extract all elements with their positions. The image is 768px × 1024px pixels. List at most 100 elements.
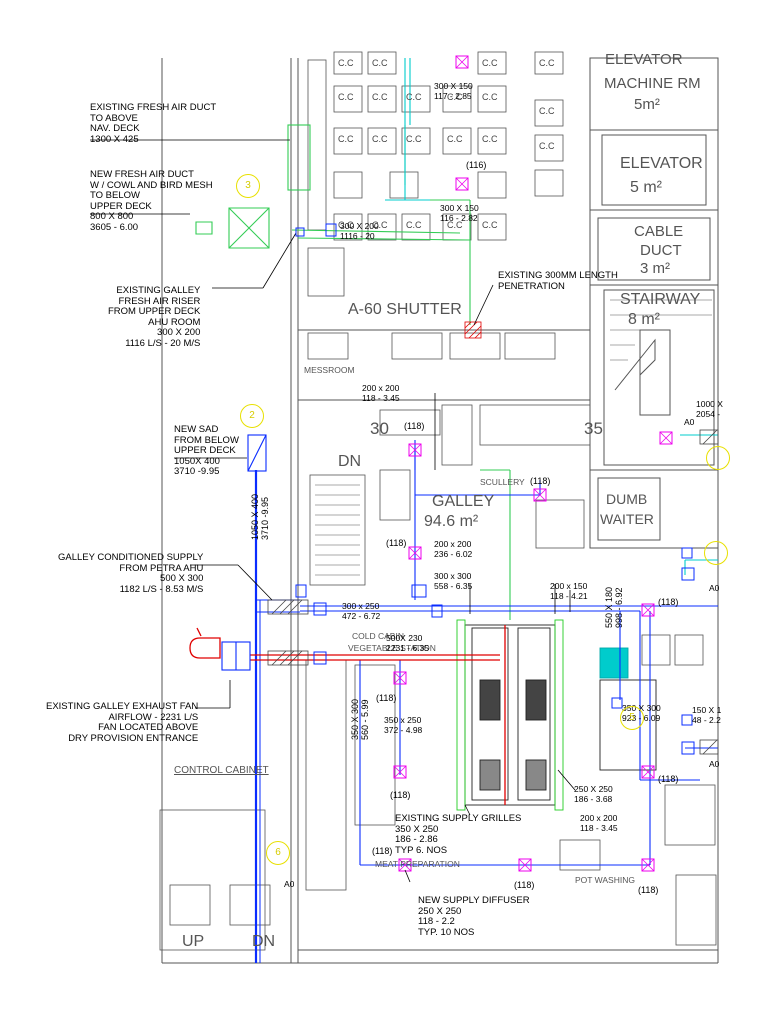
duct-tag-5: 200 x 200 236 - 6.02: [434, 539, 473, 559]
callout-new-sad: NEW SAD FROM BELOW UPPER DECK 1050X 400 …: [174, 424, 239, 477]
pot-washing-label: POT WASHING: [575, 875, 635, 885]
cc-table-label: C.C: [482, 58, 498, 68]
diffuser-count-label: (118): [372, 846, 393, 856]
callout-exhaust-fan: EXISTING GALLEY EXHAUST FAN AIRFLOW - 22…: [46, 701, 199, 744]
galley-label: GALLEY: [432, 493, 495, 510]
duct-tag-8: 300 x 250 472 - 6.72: [342, 601, 381, 621]
cc-table-label: C.C: [338, 134, 354, 144]
duct-tag-4: 200 x 200 118 - 3.45: [362, 383, 400, 403]
duct-tag-10: 350 x 250 372 - 4.98: [384, 715, 423, 735]
leader-lines: [90, 139, 576, 883]
diffuser-symbol: [455, 177, 469, 191]
marker-6: 6: [266, 841, 290, 865]
diffuser-symbol: [393, 765, 407, 779]
diffuser-count-label: (118): [658, 597, 679, 607]
diffuser-symbol: [455, 55, 469, 69]
diffuser-count-label: (118): [530, 476, 551, 486]
stairway-label: STAIRWAY: [620, 291, 701, 308]
building-walls: [161, 57, 719, 964]
cc-table-label: C.C: [539, 141, 555, 151]
diffuser-symbol: [641, 858, 655, 872]
veg-station-label: VEGETABLE STATION: [348, 643, 436, 653]
cable-duct-label2: DUCT: [640, 242, 682, 259]
cc-tables: [159, 51, 717, 951]
diffuser-symbol: [408, 546, 422, 560]
sad-box: [247, 434, 267, 472]
cc-table-label: C.C: [338, 58, 354, 68]
dumb-waiter-label: DUMB: [606, 491, 648, 507]
duct-tag-1: 300 X 150 117 - 2.85: [434, 81, 473, 101]
marker-edge-1: [706, 446, 730, 470]
a60-shutter-label: A-60 SHUTTER: [348, 301, 462, 318]
diffuser-count-label: (118): [404, 421, 425, 431]
marker-edge-2: [704, 541, 728, 565]
diffuser-count-label-116: (116): [466, 160, 487, 170]
cc-table-label: C.C: [338, 220, 354, 230]
cc-table-label: C.C: [447, 92, 463, 102]
ao-label-3: A0: [709, 759, 720, 769]
elevator-machine-room-label: ELEVATOR: [605, 51, 683, 68]
cc-table-label: C.C: [338, 92, 354, 102]
exhaust-duct: [189, 625, 506, 805]
diffuser-count-label: (118): [376, 693, 397, 703]
diffuser-symbol: [641, 765, 655, 779]
stairway-area: 8 m²: [628, 311, 660, 328]
elevator-label: ELEVATOR: [620, 155, 703, 172]
duct-tag-2: 300 X 150 116 - 2.82: [440, 203, 479, 223]
cc-table-label: C.C: [482, 92, 498, 102]
elevator-machine-room-area: 5m²: [634, 96, 660, 113]
diffuser-symbol: [533, 488, 547, 502]
dn-stair-label: DN: [338, 453, 362, 470]
cc-table-label: C.C: [406, 134, 422, 144]
exhaust-fan: [221, 641, 251, 671]
duct-tag-9: 500X 230 2231 - 6.35: [386, 633, 430, 653]
duct-tag-15: 1000 X 2054 -: [696, 399, 723, 419]
diffuser-count-label: (118): [514, 880, 535, 890]
duct-tag-14: 150 X 1 48 - 2.2: [692, 705, 722, 725]
control-cabinet-label: CONTROL CABINET: [174, 765, 269, 776]
marker-5: 5: [620, 706, 644, 730]
supply-diffusers: [393, 55, 673, 872]
up-label: UP: [182, 933, 205, 950]
duct-tag-12: 200 x 200 118 - 3.45: [580, 813, 618, 833]
diffuser-count-label: (118): [390, 790, 411, 800]
diffuser-symbol: [641, 603, 655, 617]
elevator-area: 5 m²: [630, 179, 662, 196]
ao-label-4: A0: [284, 879, 295, 889]
hatched-collars: [267, 429, 719, 755]
ao-label-2: A0: [709, 583, 720, 593]
duct-tag-7: 200 x 150 118 - 4.21: [550, 581, 588, 601]
duct-tag-11: 250 X 250 186 - 3.68: [574, 784, 613, 804]
cc-table-label: C.C: [482, 220, 498, 230]
marker-2: 2: [240, 404, 264, 428]
room-number-30: 30: [370, 419, 389, 438]
callout-fresh-air-existing: EXISTING FRESH AIR DUCT TO ABOVE NAV. DE…: [90, 102, 217, 145]
duct-tag-vertical-1: 1050 X 400 3710 -9.95: [250, 493, 270, 540]
cc-table-label: C.C: [406, 92, 422, 102]
meat-prep-label: MEAT PREPARATION: [375, 859, 460, 869]
cable-duct-label: CABLE: [634, 223, 684, 240]
callout-galley-riser: EXISTING GALLEY FRESH AIR RISER FROM UPP…: [108, 285, 201, 349]
dampers: [464, 321, 482, 339]
messroom-label: MESSROOM: [304, 365, 355, 375]
diffuser-count-label: (118): [658, 774, 679, 784]
cable-duct-area: 3 m²: [640, 260, 670, 277]
diffuser-count-label: (118): [386, 538, 407, 548]
diffuser-symbol: [518, 858, 532, 872]
cc-table-label: C.C: [372, 92, 388, 102]
diffuser-count-label: (118): [638, 885, 659, 895]
cc-table-label: C.C: [482, 134, 498, 144]
dn-bottom-label: DN: [252, 933, 276, 950]
galley-hood: [456, 619, 657, 811]
scullery-label: SCULLERY: [480, 477, 525, 487]
callout-conditioned-supply: GALLEY CONDITIONED SUPPLY FROM PETRA AHU…: [58, 552, 204, 595]
callout-penetration: EXISTING 300MM LENGTH PENETRATION: [498, 270, 618, 292]
room-number-35: 35: [584, 419, 603, 438]
stairs: [315, 299, 712, 576]
cc-table-label: C.C: [372, 134, 388, 144]
cc-table-label: C.C: [539, 106, 555, 116]
diffuser-symbol: [659, 431, 673, 445]
duct-tag-3: 300 X 200 1116 - 20: [340, 221, 379, 241]
valve-icons: [295, 223, 695, 755]
